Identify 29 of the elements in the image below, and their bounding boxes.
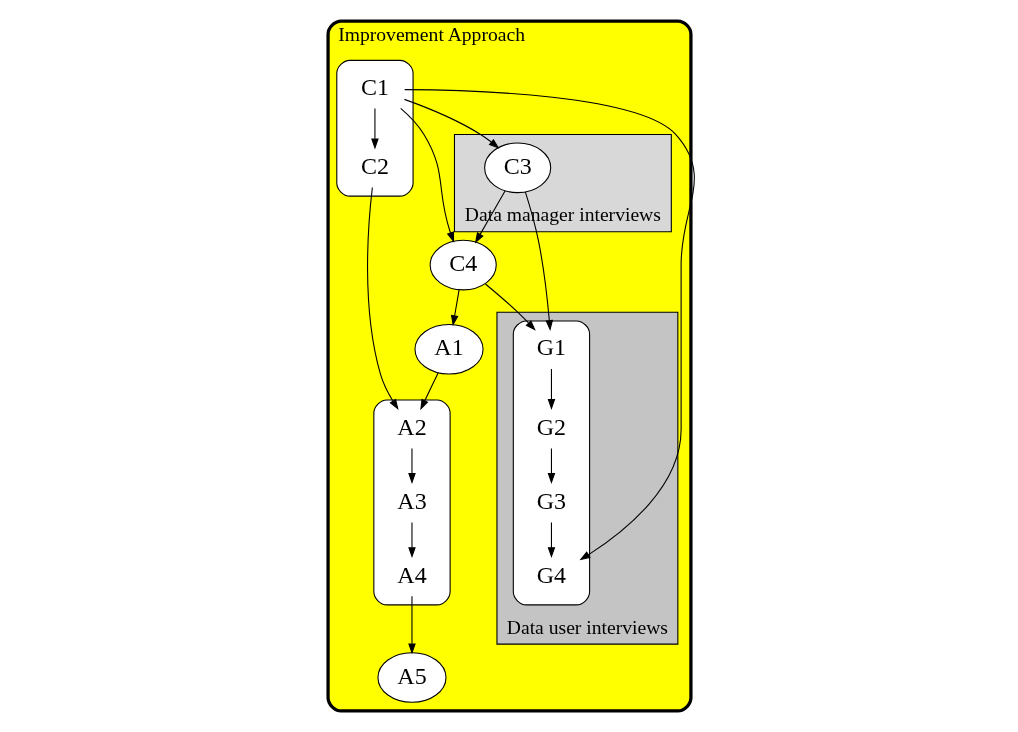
node-ellipse: C4 <box>429 239 497 291</box>
arrow <box>399 107 454 243</box>
node-text: C1 <box>360 73 389 100</box>
arrow <box>403 89 695 561</box>
arrow <box>403 98 499 149</box>
arrow <box>407 447 416 484</box>
arrow <box>547 368 555 410</box>
arrow <box>370 107 379 150</box>
node-text: G2 <box>536 413 566 440</box>
cluster <box>335 59 414 197</box>
arrow <box>407 595 416 655</box>
node-text: C2 <box>360 152 389 179</box>
arrow <box>450 289 460 327</box>
arrow <box>547 447 555 484</box>
node-text: G3 <box>536 487 566 514</box>
arrow <box>524 191 553 331</box>
arrow <box>484 283 536 331</box>
node-ellipse: A1 <box>413 323 484 375</box>
node-ellipse: C3 <box>483 142 551 194</box>
node-text: A2 <box>396 413 427 440</box>
node-ellipse: A5 <box>376 652 447 703</box>
arrow <box>547 521 555 559</box>
arrow <box>419 372 439 411</box>
node-text: G4 <box>536 561 566 588</box>
node-text: A4 <box>396 561 427 588</box>
node-text: A3 <box>396 487 427 514</box>
arrow <box>366 186 399 410</box>
node-text: G1 <box>536 334 566 361</box>
arrow <box>407 521 416 559</box>
